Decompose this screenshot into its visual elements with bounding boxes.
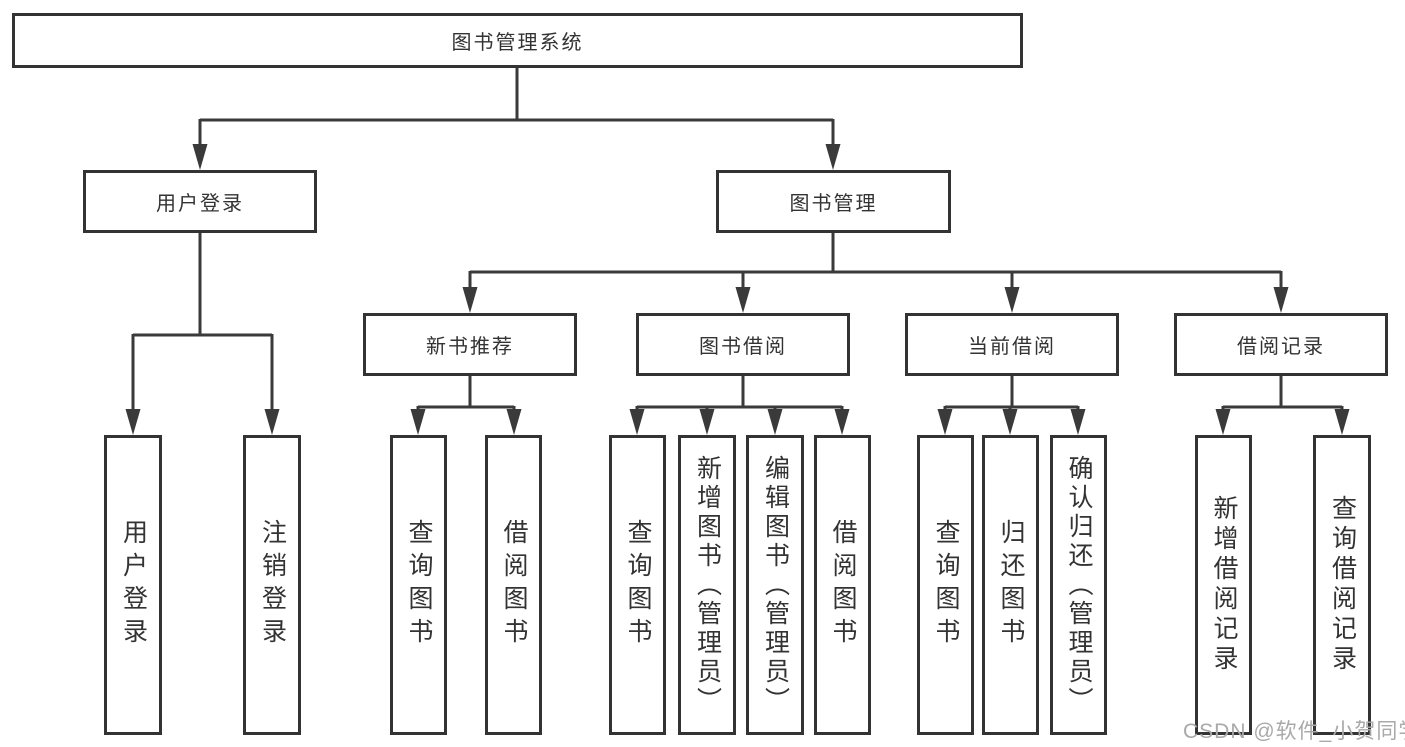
node-query-books-borrow: 查询图书 bbox=[609, 435, 666, 735]
node-label: 查询借阅记录 bbox=[1328, 495, 1357, 675]
node-query-books-recommend: 查询图书 bbox=[390, 435, 447, 735]
node-label: 查询图书 bbox=[932, 519, 960, 651]
node-user-login-action: 用户登录 bbox=[104, 435, 162, 735]
node-add-borrow-record: 新增借阅记录 bbox=[1195, 435, 1252, 735]
node-label: 用户登录 bbox=[156, 193, 244, 215]
node-label: 新增借阅记录 bbox=[1210, 495, 1238, 675]
node-borrow-books-recommend: 借阅图书 bbox=[485, 435, 542, 735]
node-label: 新书推荐 bbox=[426, 336, 514, 358]
node-label: 编辑图书（管理员） bbox=[761, 454, 790, 716]
node-book-management: 图书管理 bbox=[716, 170, 951, 233]
node-label: 注销登录 bbox=[258, 519, 287, 651]
node-label: 当前借阅 bbox=[968, 336, 1056, 358]
node-borrowing-records: 借阅记录 bbox=[1174, 313, 1388, 376]
node-label: 借阅图书 bbox=[829, 519, 857, 651]
node-label: 图书管理 bbox=[789, 193, 878, 215]
node-logout-action: 注销登录 bbox=[243, 435, 301, 735]
node-current-borrowing: 当前借阅 bbox=[905, 313, 1119, 376]
node-add-books-admin: 新增图书（管理员） bbox=[678, 435, 736, 735]
node-user-login: 用户登录 bbox=[83, 170, 317, 233]
node-library-management-system: 图书管理系统 bbox=[12, 13, 1023, 68]
node-edit-books-admin: 编辑图书（管理员） bbox=[746, 435, 804, 735]
node-label: 确认归还（管理员） bbox=[1065, 454, 1093, 716]
csdn-watermark: CSDN @软件_小贺同学 bbox=[1183, 720, 1405, 743]
arrowheads bbox=[125, 144, 1350, 435]
node-label: 查询图书 bbox=[624, 519, 652, 651]
node-confirm-return-admin: 确认归还（管理员） bbox=[1050, 435, 1107, 735]
node-return-books: 归还图书 bbox=[982, 435, 1039, 735]
node-label: 图书管理系统 bbox=[451, 32, 584, 54]
node-label: 查询图书 bbox=[405, 519, 433, 651]
node-query-books-current: 查询图书 bbox=[917, 435, 974, 735]
node-label: 图书借阅 bbox=[699, 336, 787, 358]
node-label: 归还图书 bbox=[997, 519, 1025, 651]
node-borrow-books-action: 借阅图书 bbox=[814, 435, 871, 735]
node-label: 新增图书（管理员） bbox=[693, 454, 722, 716]
node-label: 借阅记录 bbox=[1237, 336, 1325, 358]
node-label: 用户登录 bbox=[119, 519, 148, 651]
node-new-book-recommendation: 新书推荐 bbox=[363, 313, 577, 376]
node-book-borrowing: 图书借阅 bbox=[636, 313, 850, 376]
node-label: 借阅图书 bbox=[500, 519, 528, 651]
node-query-borrow-record: 查询借阅记录 bbox=[1313, 435, 1371, 735]
